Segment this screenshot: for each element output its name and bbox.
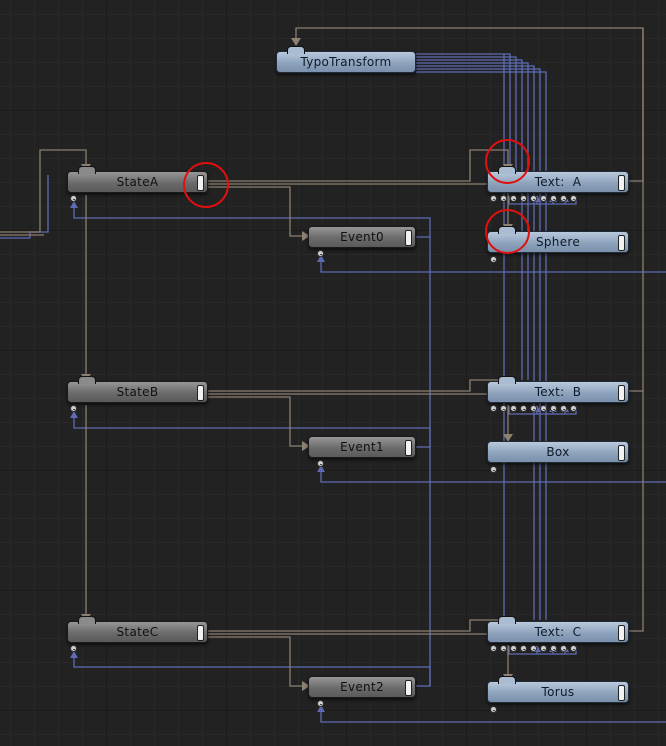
node-event0[interactable]: Event0 [308, 226, 416, 248]
node-label: Sphere [535, 235, 581, 249]
input-port[interactable] [520, 405, 527, 412]
input-port[interactable] [317, 700, 324, 707]
node-text-a[interactable]: Text: A [487, 166, 629, 193]
input-port[interactable] [317, 250, 324, 257]
output-port[interactable] [197, 625, 204, 641]
output-port[interactable] [197, 175, 204, 191]
input-tab[interactable] [78, 616, 96, 624]
output-port[interactable] [197, 385, 204, 401]
node-text-c[interactable]: Text: C [487, 616, 629, 643]
node-label: Text: C [534, 625, 582, 639]
node-label: TypoTransform [300, 55, 392, 69]
state-wires [0, 27, 644, 687]
typo-transform-wires [416, 53, 547, 630]
input-port[interactable] [560, 405, 567, 412]
input-port[interactable] [70, 195, 77, 202]
input-port[interactable] [317, 460, 324, 467]
node-label: StateB [116, 385, 159, 399]
input-port[interactable] [550, 195, 557, 202]
output-port[interactable] [405, 230, 412, 246]
output-port[interactable] [405, 440, 412, 456]
input-tab[interactable] [78, 166, 96, 174]
output-port[interactable] [618, 235, 625, 251]
input-port[interactable] [570, 195, 577, 202]
input-tab[interactable] [78, 376, 96, 384]
node-event1[interactable]: Event1 [308, 436, 416, 458]
input-port[interactable] [510, 645, 517, 652]
input-port[interactable] [560, 645, 567, 652]
arrowheads [81, 38, 513, 691]
node-label: Text: B [534, 385, 582, 399]
input-port[interactable] [520, 645, 527, 652]
input-port[interactable] [490, 405, 497, 412]
input-port[interactable] [510, 195, 517, 202]
input-port[interactable] [540, 405, 547, 412]
input-port[interactable] [510, 405, 517, 412]
input-tab[interactable] [498, 616, 516, 624]
input-port[interactable] [550, 405, 557, 412]
output-port[interactable] [618, 625, 625, 641]
input-port[interactable] [490, 706, 497, 713]
input-port[interactable] [540, 645, 547, 652]
input-port[interactable] [550, 645, 557, 652]
node-label: StateC [116, 625, 159, 639]
node-label: Event1 [340, 440, 384, 454]
input-port[interactable] [490, 195, 497, 202]
node-label: Event0 [340, 230, 384, 244]
node-label: Text: A [534, 175, 582, 189]
input-port[interactable] [490, 256, 497, 263]
node-typo-transform[interactable]: TypoTransform [276, 46, 416, 73]
output-port[interactable] [405, 680, 412, 696]
input-port[interactable] [530, 405, 537, 412]
node-state-a[interactable]: StateA [67, 166, 208, 193]
input-port[interactable] [490, 466, 497, 473]
node-label: StateA [116, 175, 159, 189]
node-state-b[interactable]: StateB [67, 376, 208, 403]
node-label: Torus [541, 685, 575, 699]
input-port[interactable] [490, 645, 497, 652]
input-tab[interactable] [498, 166, 516, 174]
node-label: Box [546, 445, 570, 459]
node-label: Event2 [340, 680, 384, 694]
input-port[interactable] [530, 645, 537, 652]
node-event2[interactable]: Event2 [308, 676, 416, 698]
input-port[interactable] [500, 195, 507, 202]
input-port[interactable] [500, 405, 507, 412]
node-sphere[interactable]: Sphere [487, 226, 629, 253]
input-port[interactable] [570, 405, 577, 412]
node-box[interactable]: Box [487, 441, 629, 463]
output-port[interactable] [618, 385, 625, 401]
input-tab[interactable] [498, 376, 516, 384]
output-port[interactable] [618, 175, 625, 191]
input-port[interactable] [70, 645, 77, 652]
input-port[interactable] [570, 645, 577, 652]
input-port[interactable] [530, 195, 537, 202]
input-tab[interactable] [287, 46, 305, 54]
input-tab[interactable] [498, 676, 516, 684]
output-port[interactable] [618, 445, 625, 461]
node-torus[interactable]: Torus [487, 676, 629, 703]
input-port[interactable] [500, 645, 507, 652]
input-tab[interactable] [498, 226, 516, 234]
node-state-c[interactable]: StateC [67, 616, 208, 643]
input-port[interactable] [520, 195, 527, 202]
input-port[interactable] [560, 195, 567, 202]
output-port[interactable] [618, 685, 625, 701]
node-text-b[interactable]: Text: B [487, 376, 629, 403]
input-port[interactable] [540, 195, 547, 202]
input-port[interactable] [70, 405, 77, 412]
